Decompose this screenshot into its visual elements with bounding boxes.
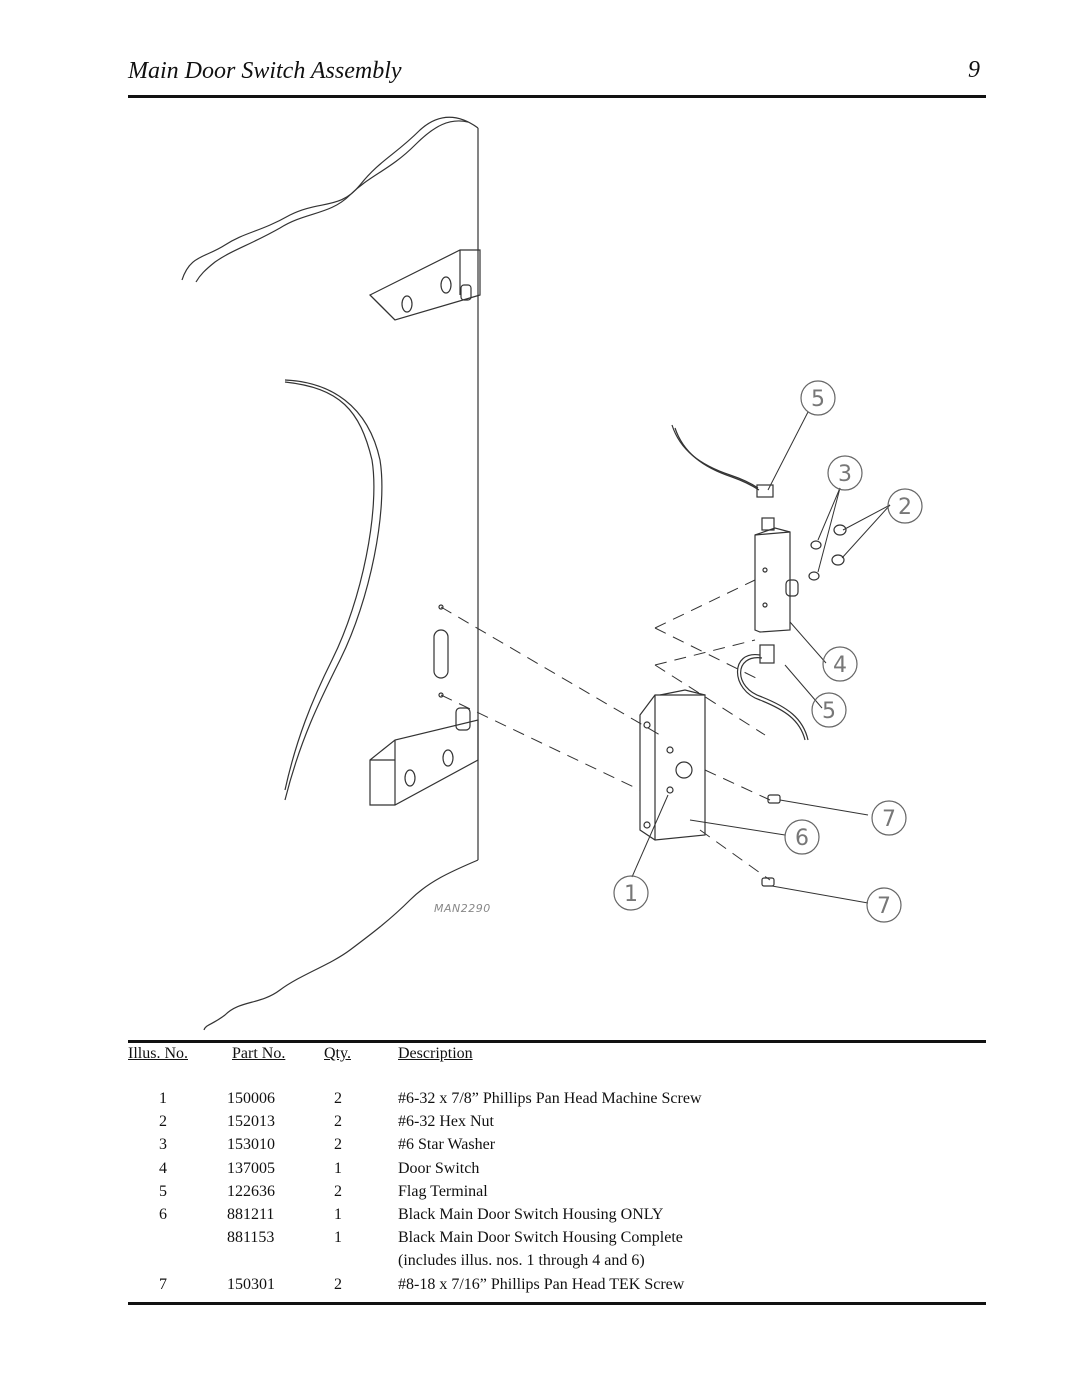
table-row: 4 137005 1 Door Switch [128,1160,986,1183]
illus-no: 1 [159,1090,167,1107]
illus-no: 2 [159,1113,167,1131]
wires [671,424,809,741]
callout-label-1: 1 [624,882,638,907]
switch-housing [639,689,706,841]
description: #6-32 x 7/8” Phillips Pan Head Machine S… [398,1090,702,1107]
door-slot [433,604,449,698]
callout-circle-4 [822,646,858,682]
description: Door Switch [398,1159,480,1177]
door-panel [181,116,479,1031]
table-row: 5 122636 2 Flag Terminal [128,1183,986,1206]
callout-circle-3 [827,455,863,491]
part-no: 881153 [227,1229,275,1247]
callout-circle-2 [887,488,923,524]
page-header: Main Door Switch Assembly 9 [128,57,986,98]
callout-label-4: 4 [833,653,847,678]
callout-label-5-lower: 5 [822,699,836,724]
qty: 2 [334,1275,342,1293]
qty: 1 [334,1229,342,1247]
part-no: 153010 [227,1136,275,1154]
part-no: 881211 [227,1205,275,1223]
leader-lines [631,411,891,904]
qty: 2 [334,1136,342,1154]
illus-no: 4 [159,1159,167,1177]
callout-circle-5-lower [811,692,847,728]
description: #8-18 x 7/16” Phillips Pan Head TEK Scre… [398,1275,685,1293]
callout-circles [613,380,923,923]
callout-label-5-upper: 5 [811,387,825,412]
callout-circle-5-upper [800,380,836,416]
table-row: 1 150006 2 #6-32 x 7/8” Phillips Pan Hea… [128,1090,986,1113]
table-row: 3 153010 2 #6 Star Washer [128,1136,986,1159]
table-rows: 1 150006 2 #6-32 x 7/8” Phillips Pan Hea… [128,1090,986,1299]
callout-circle-7-upper [871,800,907,836]
exploded-assembly-diagram: 5 3 2 4 5 7 6 1 7 MAN2290 [0,100,1080,1035]
drawing-code: MAN2290 [434,902,491,915]
door-switch [754,517,799,633]
description: #6-32 Hex Nut [398,1113,494,1131]
page-number: 9 [968,57,980,83]
description: (includes illus. nos. 1 through 4 and 6) [398,1252,645,1270]
part-no: 137005 [227,1159,275,1177]
illus-no: 5 [159,1182,167,1200]
diagram-drawing: 5 3 2 4 5 7 6 1 7 MAN2290 [181,116,923,1031]
column-header-qty: Qty. [324,1045,351,1062]
callout-label-3: 3 [838,462,852,487]
description: Flag Terminal [398,1182,488,1200]
table-row: 6 881211 1 Black Main Door Switch Housin… [128,1206,986,1229]
part-no: 150006 [227,1090,275,1107]
qty: 1 [334,1205,342,1223]
header-rule [128,95,986,98]
page-title: Main Door Switch Assembly [128,58,402,84]
part-no: 122636 [227,1182,275,1200]
callout-label-6: 6 [795,826,809,851]
part-no: 150301 [227,1275,275,1293]
illus-no: 7 [159,1275,167,1293]
column-header-description: Description [398,1045,473,1062]
table-bottom-rule [128,1302,986,1305]
column-header-illus: Illus. No. [128,1045,188,1062]
table-row: 7 150301 2 #8-18 x 7/16” Phillips Pan He… [128,1276,986,1299]
description: #6 Star Washer [398,1136,496,1154]
qty: 2 [334,1090,342,1107]
table-top-rule [128,1040,986,1043]
lower-hinge [369,707,479,806]
table-row: 2 152013 2 #6-32 Hex Nut [128,1113,986,1136]
callout-label-7-upper: 7 [882,807,896,832]
callout-circle-6 [784,819,820,855]
table-row: 881153 1 Black Main Door Switch Housing … [128,1229,986,1252]
callout-label-7-lower: 7 [877,894,891,919]
illus-no: 3 [159,1136,167,1154]
callout-circle-1 [613,875,649,911]
alignment-lines [440,579,771,881]
description: Black Main Door Switch Housing ONLY [398,1205,664,1223]
column-header-part: Part No. [232,1045,286,1062]
callout-label-2: 2 [898,495,912,520]
part-no: 152013 [227,1113,275,1131]
callout-circle-7-lower [866,887,902,923]
upper-hinge [368,249,481,321]
table-row: (includes illus. nos. 1 through 4 and 6) [128,1252,986,1275]
illus-no: 6 [159,1205,167,1223]
hardware [761,524,847,887]
description: Black Main Door Switch Housing Complete [398,1229,683,1247]
qty: 2 [334,1113,342,1131]
qty: 1 [334,1159,342,1177]
qty: 2 [334,1182,342,1200]
